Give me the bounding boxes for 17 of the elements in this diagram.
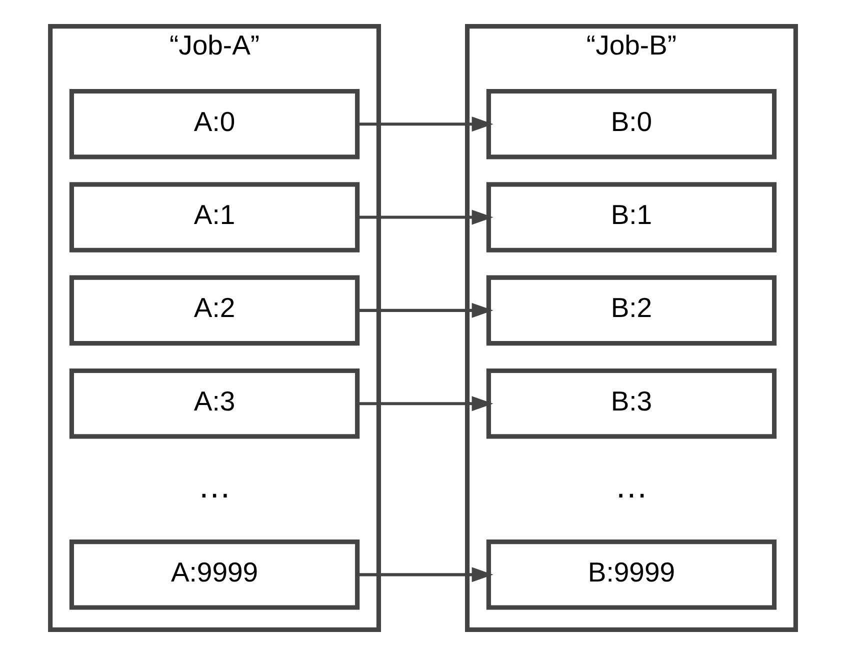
node-box: A:9999 [69, 540, 360, 610]
node-box: B:0 [486, 88, 777, 160]
node-box: A:3 [69, 368, 360, 439]
arrow [357, 567, 494, 582]
arrow [357, 116, 494, 132]
node-box: B:3 [486, 368, 777, 439]
arrow [357, 396, 494, 412]
arrow [357, 210, 494, 225]
node-box: A:1 [69, 182, 360, 252]
node-box: A:0 [69, 88, 360, 160]
node-box: A:2 [69, 275, 360, 346]
node-box: B:2 [486, 275, 777, 346]
label: … [614, 468, 648, 506]
node-box: B:9999 [486, 540, 777, 610]
label: … [198, 468, 232, 506]
node-box: B:1 [486, 182, 777, 252]
arrow [357, 302, 494, 318]
